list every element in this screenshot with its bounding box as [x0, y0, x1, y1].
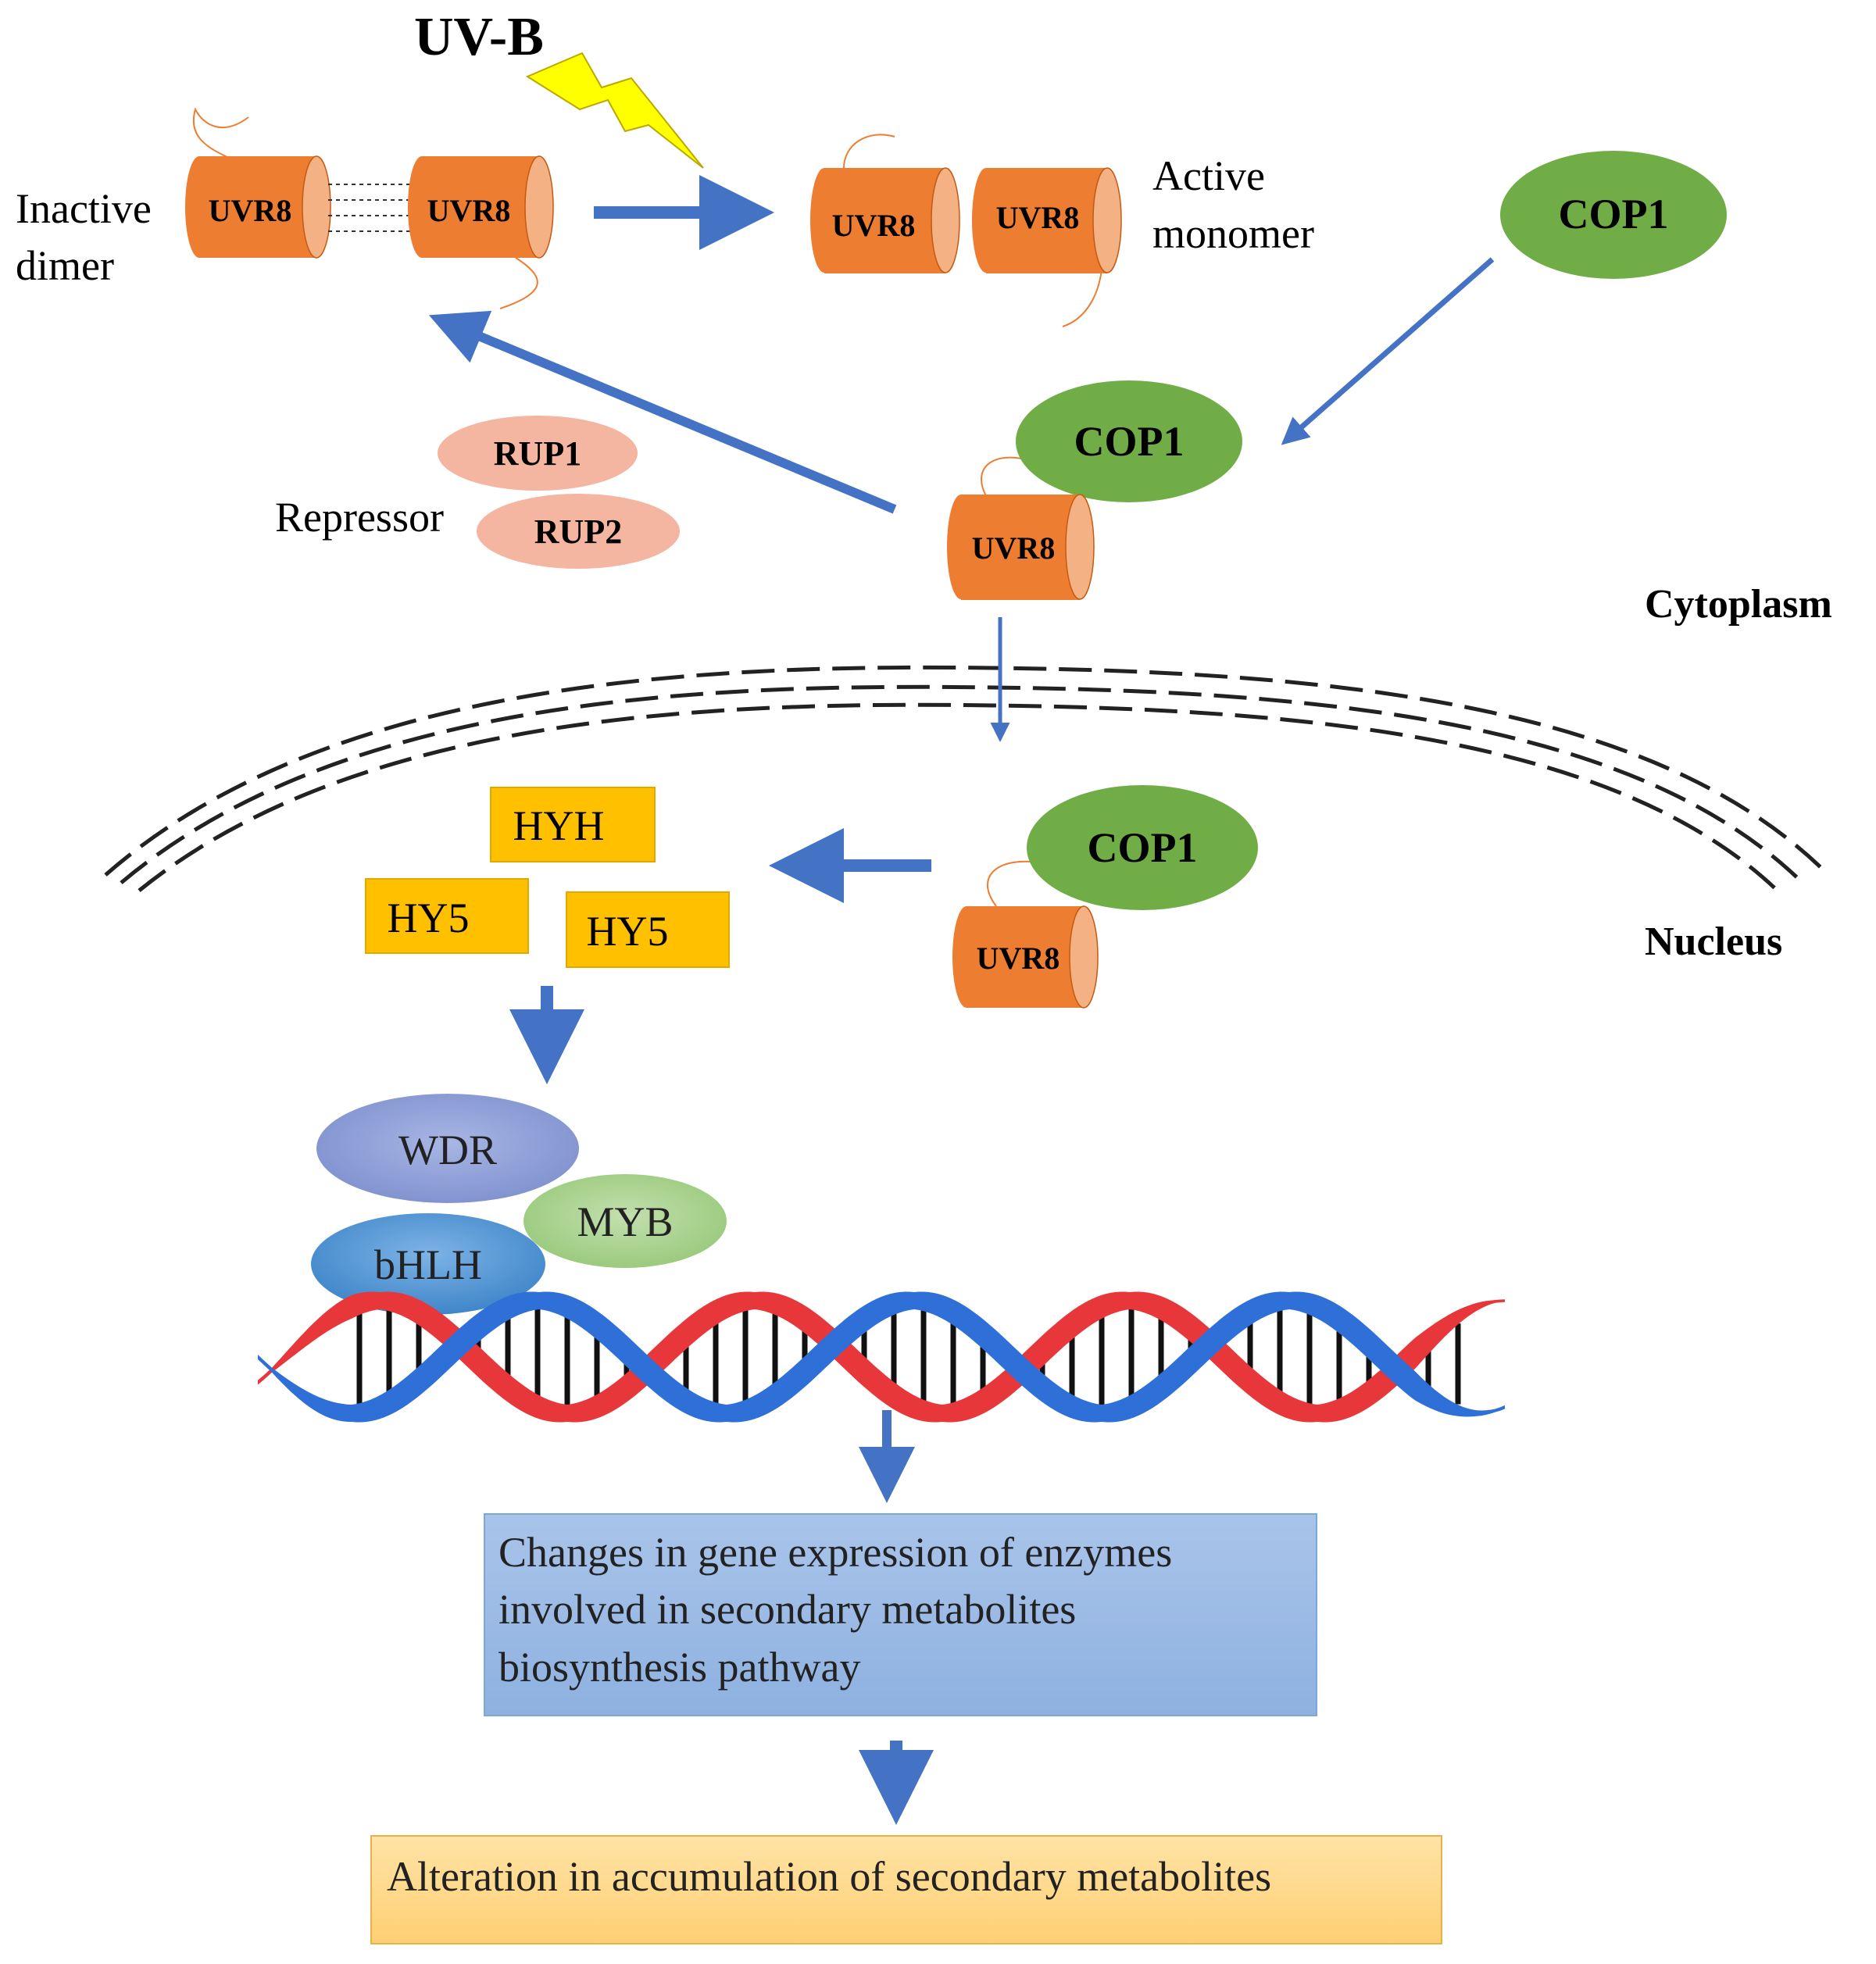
- uvr8-label: UVR8: [209, 193, 292, 228]
- cop1-free: [1500, 151, 1727, 279]
- cop1-uvr8-complex-nucleus: COP1 UVR8: [952, 785, 1258, 1009]
- hy5-label: HY5: [587, 908, 669, 955]
- uvr8-label: UVR8: [832, 208, 916, 243]
- cytoplasm-label: Cytoplasm: [1645, 582, 1832, 627]
- rup1-protein: [438, 416, 638, 491]
- nucleus-label: Nucleus: [1645, 920, 1782, 964]
- cop1-label: COP1: [1074, 418, 1185, 465]
- dna-double-helix: [258, 1291, 1505, 1423]
- uvb-label: UV-B: [414, 7, 544, 67]
- myb-label: MYB: [577, 1198, 673, 1245]
- myb-protein: [523, 1174, 727, 1268]
- dna-strand-red: [258, 1291, 1505, 1423]
- result-text: Alteration in accumulation of secondary …: [387, 1853, 1271, 1900]
- uvr8-label: UVR8: [977, 941, 1060, 976]
- active-monomer-label: Active monomer: [1152, 152, 1314, 257]
- dna-strand-blue: [258, 1291, 1505, 1423]
- cop1-label: COP1: [1088, 824, 1198, 871]
- hyh-label: HYH: [513, 802, 605, 849]
- bhlh-label: bHLH: [374, 1241, 482, 1288]
- uvr8-label: UVR8: [427, 193, 511, 228]
- wdr-label: WDR: [398, 1127, 497, 1173]
- gene-expression-box: [484, 1513, 1317, 1716]
- uvr8-dimer-left: UVR8: [185, 107, 331, 259]
- rup1-label: RUP1: [494, 434, 581, 473]
- result-box: [370, 1835, 1442, 1944]
- repressor-label: Repressor: [275, 494, 444, 541]
- cop1-binding-arrow: [1281, 257, 1495, 445]
- uvr8-dimer-right: UVR8: [408, 155, 554, 309]
- nuclear-membrane: [104, 665, 1822, 896]
- uvr8-label: UVR8: [972, 530, 1056, 566]
- uvr8-monomer-left: UVR8: [810, 134, 960, 273]
- lightning-bolt-icon: [525, 52, 704, 169]
- cop1-label: COP1: [1559, 191, 1669, 237]
- hyh-box: [490, 787, 656, 862]
- inactive-dimer-label: Inactive dimer: [16, 185, 162, 289]
- dimer-hydrogen-bonds: [328, 184, 413, 232]
- hy5-label: HY5: [388, 895, 470, 941]
- bhlh-protein: [311, 1213, 545, 1315]
- hy5-box-left: [365, 878, 529, 954]
- cop1-uvr8-complex-cytoplasm: COP1 UVR8: [947, 380, 1242, 600]
- redimerization-arrow: [428, 310, 897, 514]
- wdr-protein: [316, 1094, 579, 1203]
- rup2-label: RUP2: [534, 512, 622, 551]
- gene-expression-text: Changes in gene expression of enzymes in…: [498, 1529, 1183, 1691]
- hy5-box-right: [566, 891, 730, 968]
- rup2-protein: [477, 494, 680, 569]
- uvr8-label: UVR8: [996, 200, 1080, 235]
- uvr8-monomer-right: UVR8: [972, 167, 1122, 327]
